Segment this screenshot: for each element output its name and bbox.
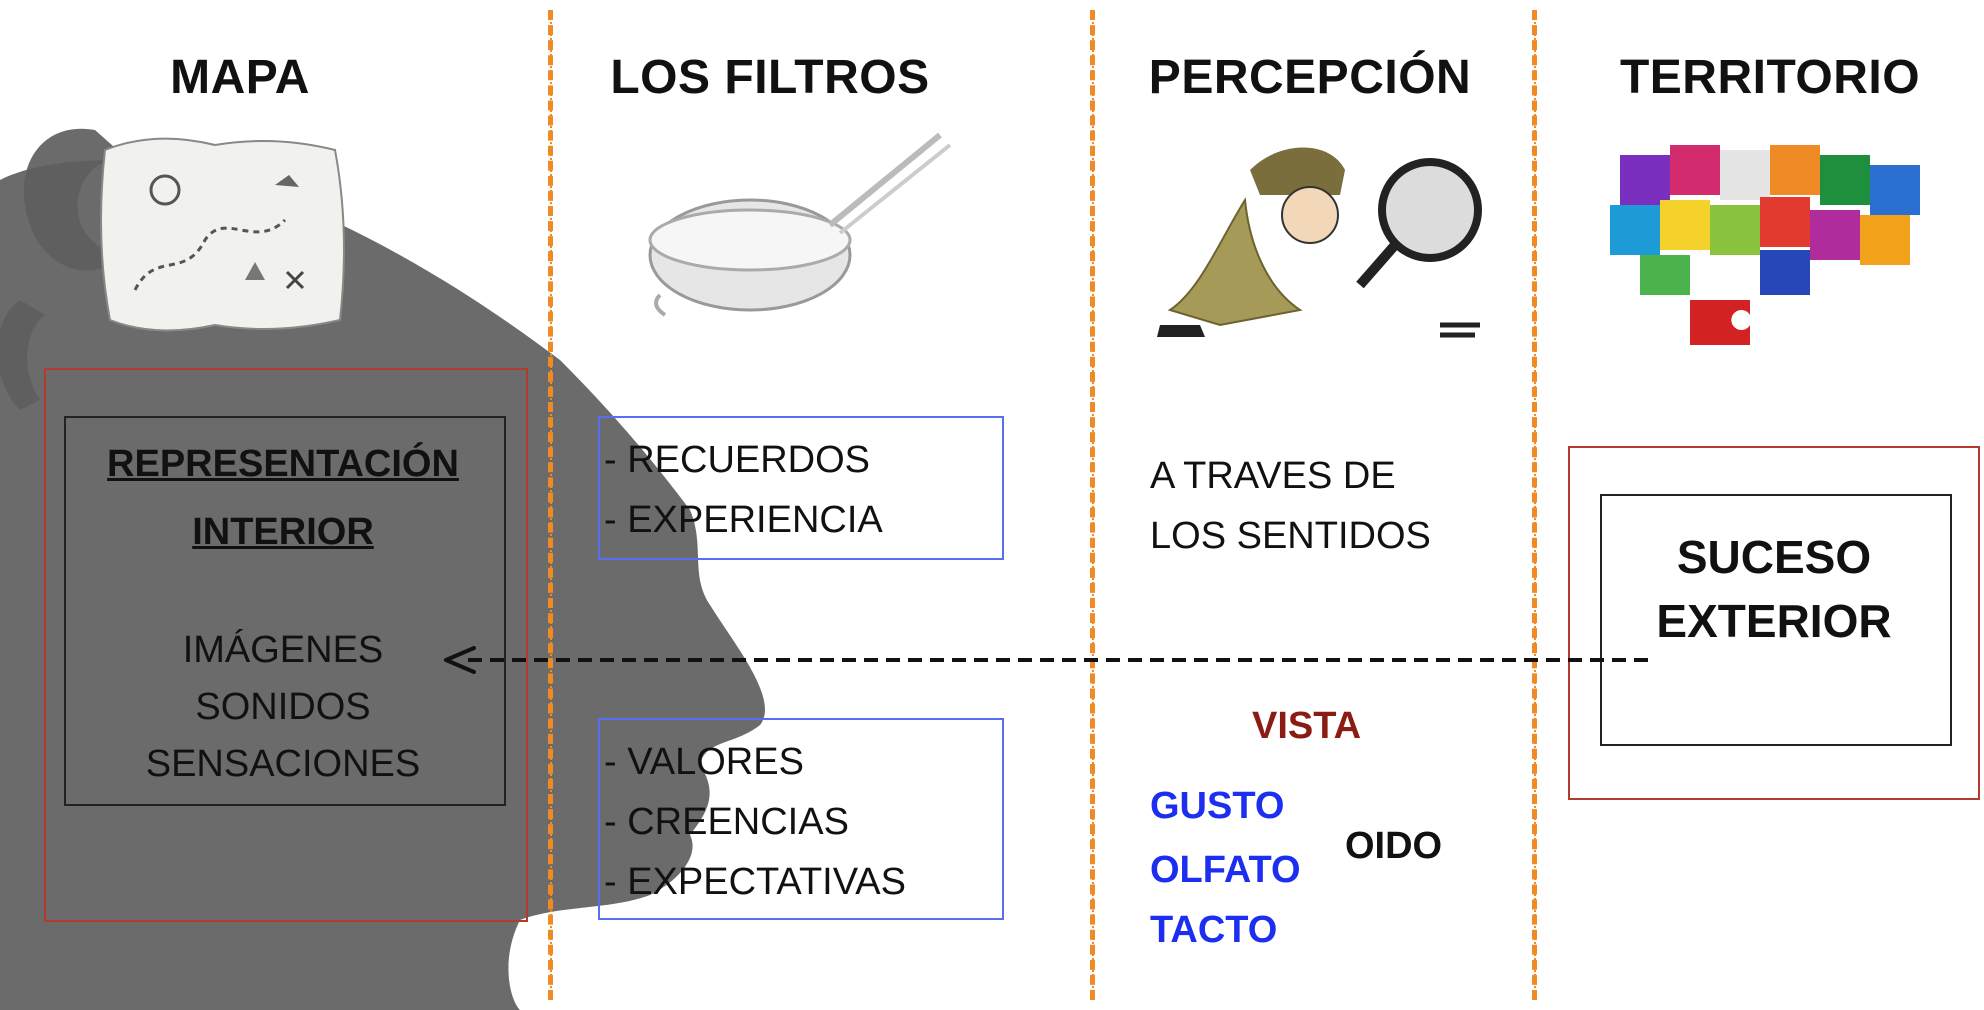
filtro-expectativas: - EXPECTATIVAS [604, 861, 906, 903]
representacion-title-line2: INTERIOR [192, 511, 374, 553]
filtro-valores: - VALORES [604, 741, 804, 783]
territorio-inner-box [1600, 494, 1952, 746]
filtro-creencias: - CREENCIAS [604, 801, 849, 843]
title-mapa: MAPA [170, 51, 310, 104]
filtros-top-box [598, 416, 1004, 560]
mapa-inner-box [64, 416, 506, 806]
filtros-bottom-box [598, 718, 1004, 920]
sense-oido: OIDO [1345, 825, 1443, 867]
mapa-item-sensaciones: SENSACIONES [145, 743, 421, 785]
column-divider-2 [1090, 10, 1095, 1000]
sense-olfato: OLFATO [1150, 849, 1301, 891]
mapa-item-imagenes: IMÁGENES [182, 629, 384, 671]
filtro-recuerdos: - RECUERDOS [604, 439, 871, 481]
detective-magnifier-icon [1157, 147, 1482, 338]
perception-flow-arrow [444, 646, 1648, 674]
sense-tacto: TACTO [1150, 909, 1278, 951]
treasure-map-icon [100, 137, 345, 332]
title-percepcion: PERCEPCIÓN [1148, 51, 1472, 104]
percepcion-intro-line2: LOS SENTIDOS [1150, 515, 1431, 557]
title-territorio: TERRITORIO [1619, 51, 1921, 104]
mapa-outer-box [44, 368, 528, 922]
strainer-icon [648, 132, 952, 317]
representacion-title-line1: REPRESENTACIÓN [107, 443, 459, 485]
title-filtros: LOS FILTROS [610, 51, 930, 104]
suceso-line2: EXTERIOR [1656, 595, 1892, 647]
puzzle-pieces-icon [1610, 145, 1920, 345]
column-divider-1 [548, 10, 553, 1000]
suceso-line1: SUCESO [1676, 531, 1872, 583]
filtro-experiencia: - EXPERIENCIA [604, 499, 883, 541]
sense-vista: VISTA [1252, 705, 1362, 747]
column-divider-3 [1532, 10, 1537, 1000]
percepcion-intro-line1: A TRAVES DE [1150, 455, 1396, 497]
sense-gusto: GUSTO [1150, 785, 1285, 827]
territorio-outer-box [1568, 446, 1980, 800]
mapa-item-sonidos: SONIDOS [195, 686, 371, 728]
